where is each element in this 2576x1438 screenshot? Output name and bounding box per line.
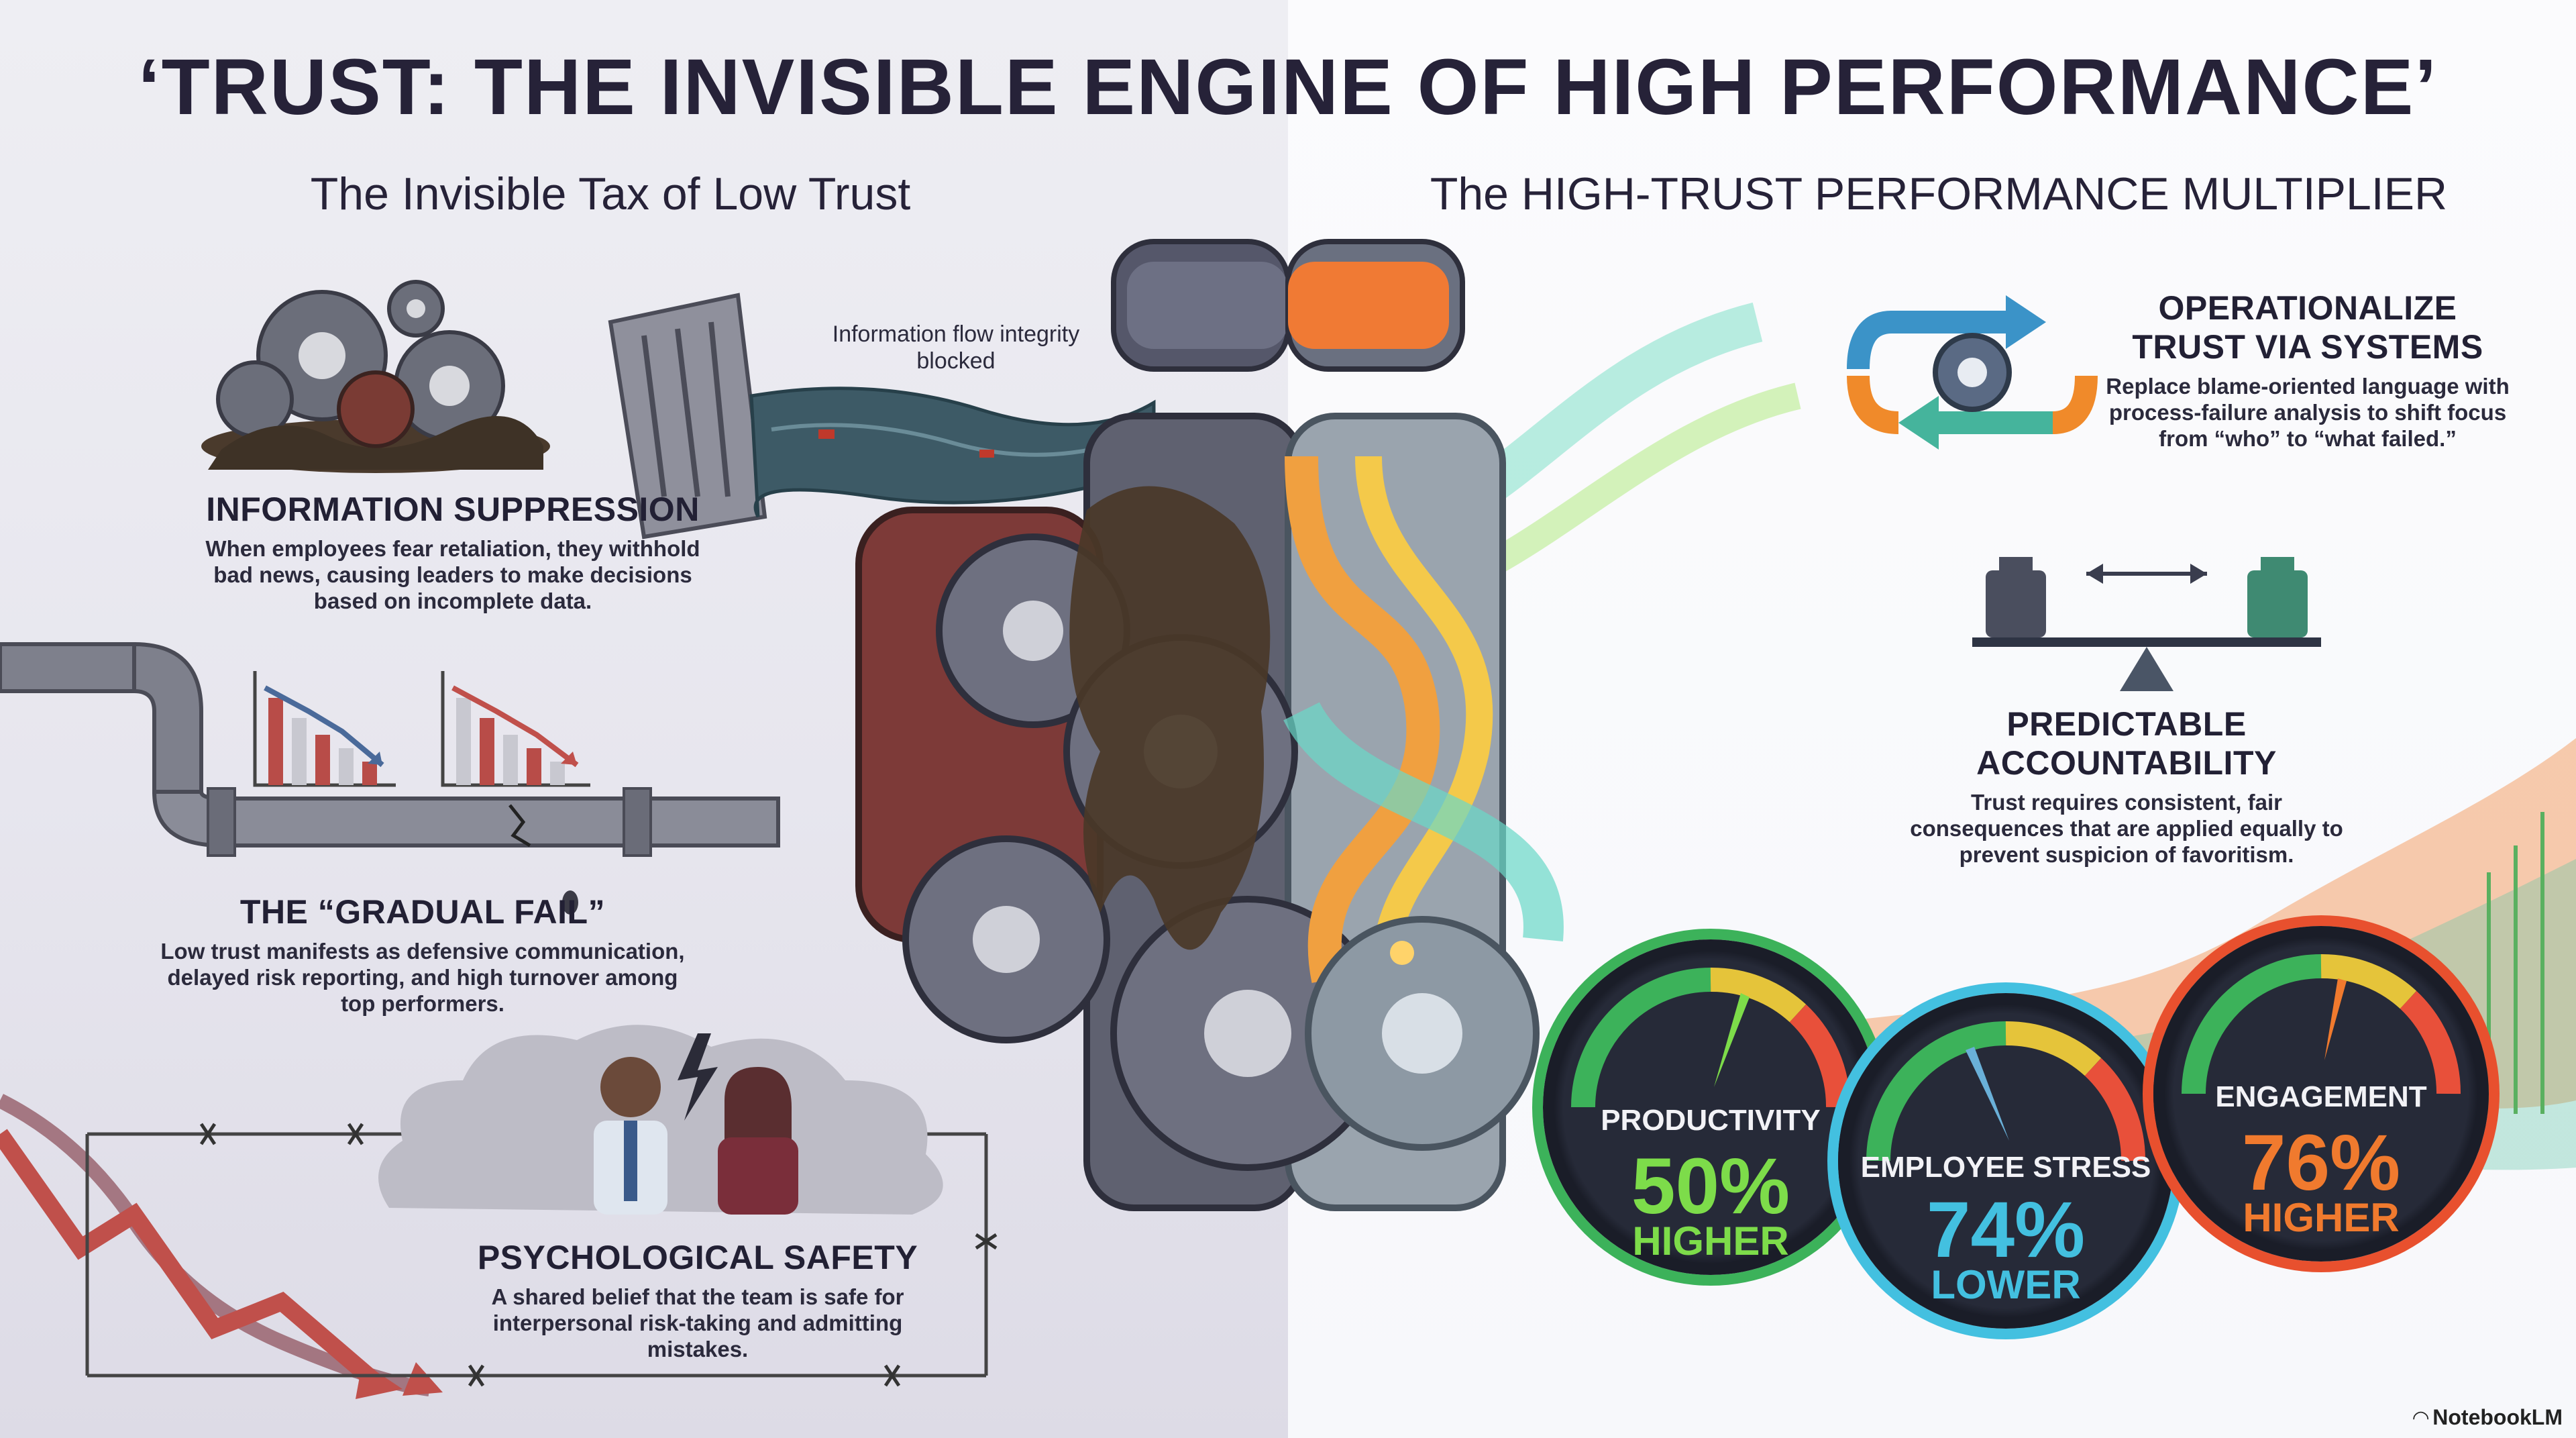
gauge-label: ENGAGEMENT: [2215, 1080, 2427, 1113]
dam-note: Information flow integrity blocked: [832, 321, 1080, 374]
productivity-gauge: PRODUCTIVITY 50% HIGHER: [1543, 939, 1878, 1275]
dam-icon: [608, 293, 1156, 540]
notebooklm-logo-icon: ◠: [2413, 1407, 2429, 1429]
info-suppression-body: When employees fear retaliation, they wi…: [205, 536, 700, 613]
gauge-arc-icon: [2182, 954, 2461, 1094]
operationalize-body: Replace blame-oriented language with pro…: [2106, 374, 2510, 451]
declining-chart-icon: [441, 671, 590, 787]
gauge-direction: HIGHER: [2243, 1195, 2400, 1240]
high-trust-heading: The HIGH-TRUST PERFORMANCE MULTIPLIER: [1430, 168, 2448, 219]
gauge-value: 74%: [1926, 1186, 2086, 1274]
engine-icon: [855, 239, 1801, 1211]
gauge-arc-icon: [1571, 967, 1851, 1108]
accountability-block: PREDICTABLE ACCOUNTABILITY Trust require…: [1865, 705, 2388, 868]
stressed-people-icon: [378, 1025, 943, 1215]
gradual-fail-body: Low trust manifests as defensive communi…: [160, 939, 685, 1016]
gauge-arc-icon: [1866, 1021, 2146, 1162]
gradual-fail-title: THE “GRADUAL FAIL”: [239, 893, 606, 931]
page-title: ‘TRUST: THE INVISIBLE ENGINE OF HIGH PER…: [138, 43, 2438, 132]
info-suppression-block: INFORMATION SUPPRESSION When employees f…: [117, 490, 788, 614]
leaking-pipe-icon: [0, 641, 780, 915]
gauge-value: 50%: [1631, 1142, 1790, 1231]
gauge-direction: LOWER: [1931, 1262, 2081, 1307]
engagement-gauge: ENGAGEMENT 76% HIGHER: [2153, 926, 2489, 1262]
employee-stress-gauge: EMPLOYEE STRESS 74% LOWER: [1838, 993, 2174, 1329]
gauge-label: PRODUCTIVITY: [1601, 1104, 1821, 1137]
accountability-title: PREDICTABLE ACCOUNTABILITY: [1976, 705, 2277, 782]
info-suppression-title: INFORMATION SUPPRESSION: [206, 491, 700, 528]
rusty-gears-icon: [201, 280, 550, 473]
low-trust-heading: The Invisible Tax of Low Trust: [310, 168, 911, 219]
gauge-value: 76%: [2241, 1119, 2401, 1207]
accountability-body: Trust requires consistent, fair conseque…: [1910, 790, 2343, 867]
psych-safety-body: A shared belief that the team is safe fo…: [491, 1284, 904, 1362]
gradual-fail-block: THE “GRADUAL FAIL” Low trust manifests a…: [121, 892, 724, 1017]
gauge-direction: HIGHER: [1632, 1219, 1789, 1264]
process-cycle-icon: [1847, 295, 2098, 450]
declining-chart-icon: [253, 671, 396, 787]
balance-scale-icon: [1972, 557, 2321, 691]
operationalize-title: OPERATIONALIZE TRUST VIA SYSTEMS: [2132, 289, 2483, 366]
brand-label: NotebookLM: [2432, 1405, 2563, 1429]
operationalize-block: OPERATIONALIZE TRUST VIA SYSTEMS Replace…: [2086, 289, 2529, 452]
gauge-label: EMPLOYEE STRESS: [1860, 1151, 2151, 1184]
brand-mark: ◠NotebookLM: [2413, 1405, 2563, 1430]
psych-safety-title: PSYCHOLOGICAL SAFETY: [477, 1239, 918, 1276]
psych-safety-block: PSYCHOLOGICAL SAFETY A shared belief tha…: [470, 1238, 926, 1362]
